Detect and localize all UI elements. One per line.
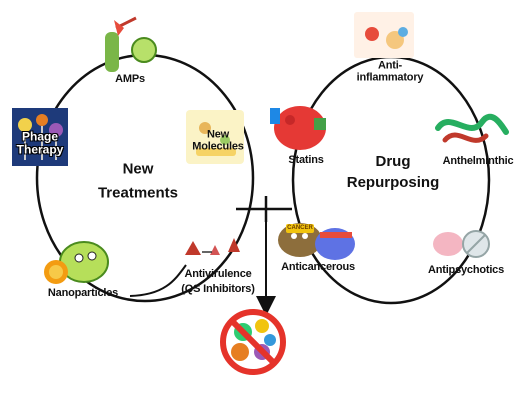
antipsychotics-icon — [433, 230, 490, 258]
phage-therapy-icon — [12, 108, 68, 166]
antivirulence-icon — [185, 238, 240, 255]
anti-inflammatory-label-line1: Anti- — [377, 59, 403, 72]
right-cycle-title-line1: Drug — [375, 152, 411, 170]
phage-therapy-label: Phage Therapy — [17, 130, 64, 155]
left-cycle-title-line2: Treatments — [97, 184, 179, 201]
right-cycle-title: Drug Repurposing — [346, 152, 440, 191]
statins-icon — [270, 106, 326, 150]
amps-icon — [105, 16, 157, 72]
antipsychotics-label: Antipsychotics — [427, 264, 505, 277]
anthelminthic-icon — [435, 113, 509, 143]
cancer-sign-text: CANCER — [287, 224, 313, 231]
amps-label: AMPs — [115, 73, 145, 86]
antivirulence-label-line1: Antivirulence — [184, 267, 252, 280]
right-cycle-title-line2: Repurposing — [346, 173, 440, 191]
bottom-connector — [129, 264, 187, 297]
antivirulence-label: Antivirulence (QS Inhibitors) — [181, 267, 255, 295]
nanoparticles-icon — [44, 241, 109, 284]
nanoparticles-label: Nanoparticles — [47, 287, 119, 300]
anti-inflammatory-label: Anti- inflammatory — [357, 60, 424, 83]
new-molecules-label-line2: Molecules — [192, 140, 244, 152]
left-cycle-title-line1: New — [122, 160, 154, 178]
anticancerous-label: Anticancerous — [281, 261, 355, 274]
new-molecules-label: New Molecules — [192, 128, 244, 152]
new-molecules-icon — [186, 110, 244, 164]
prohibited-bacteria-icon — [220, 309, 286, 375]
antivirulence-label-line2: (QS Inhibitors) — [181, 282, 255, 295]
anti-inflammatory-icon — [354, 12, 414, 58]
phage-therapy-label-line1: Phage — [21, 129, 58, 144]
anthelminthic-label: Anthelminthic — [442, 155, 514, 168]
anticancerous-icon — [278, 223, 355, 260]
anti-inflammatory-label-line2: inflammatory — [356, 71, 424, 83]
phage-therapy-label-line2: Therapy — [16, 142, 64, 156]
left-cycle-title: New Treatments — [98, 161, 178, 201]
statins-label: Statins — [288, 154, 324, 167]
new-molecules-label-line1: New — [206, 128, 230, 141]
